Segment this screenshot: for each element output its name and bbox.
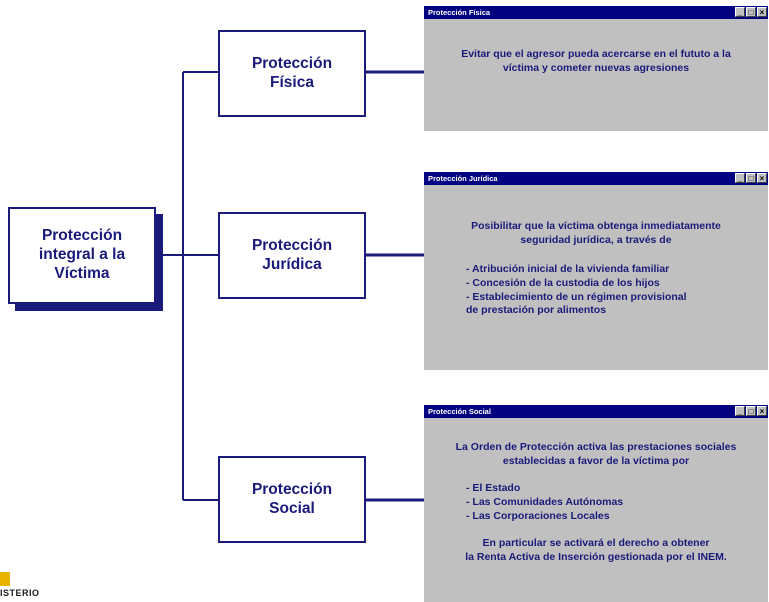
maximize-button[interactable]: □ <box>746 406 756 416</box>
branch-label-fisica: Protección Física <box>251 54 333 91</box>
window-title-social: Protección Social <box>428 407 491 416</box>
window-title-fisica: Protección Física <box>428 8 491 17</box>
logo-text: ISTERIO <box>0 588 40 598</box>
branch-label-social: Protección Social <box>251 480 333 517</box>
root-label: Protección integral a la Víctima <box>38 227 126 282</box>
root-box: Protección integral a la Víctima <box>8 207 156 304</box>
close-button[interactable]: × <box>757 406 767 416</box>
minimize-button[interactable]: _ <box>735 406 745 416</box>
maximize-button[interactable]: □ <box>746 7 756 17</box>
window-text-fisica: Evitar que el agresor pueda acercarse en… <box>461 48 731 74</box>
branch-label-juridica: Protección Jurídica <box>251 236 333 273</box>
window-intro-social: La Orden de Protección activa las presta… <box>455 441 737 467</box>
close-button[interactable]: × <box>757 7 767 17</box>
window-juridica: Protección Jurídica _ □ × Posibilitar qu… <box>424 172 768 370</box>
list-item: - Concesión de la custodia de los hijos <box>466 276 660 289</box>
window-list-social: - El Estado - Las Comunidades Autónomas … <box>466 482 768 523</box>
list-item: - Atribución inicial de la vivienda fami… <box>466 263 670 276</box>
window-intro-juridica: Posibilitar que la víctima obtenga inmed… <box>471 220 721 246</box>
window-social: Protección Social _ □ × La Orden de Prot… <box>424 405 768 602</box>
window-list-juridica: - Atribución inicial de la vivienda fami… <box>466 263 768 318</box>
window-fisica: Protección Física _ □ × Evitar que el ag… <box>424 6 768 131</box>
branch-box-social: Protección Social <box>218 456 366 543</box>
maximize-button[interactable]: □ <box>746 173 756 183</box>
branch-box-fisica: Protección Física <box>218 30 366 117</box>
window-titlebar-fisica: Protección Física _ □ × <box>424 6 768 19</box>
minimize-button[interactable]: _ <box>735 173 745 183</box>
window-title-juridica: Protección Jurídica <box>428 174 498 183</box>
window-titlebar-social: Protección Social _ □ × <box>424 405 768 418</box>
window-outro-social: En particular se activará el derecho a o… <box>465 537 727 563</box>
logo-mark <box>0 572 10 586</box>
close-button[interactable]: × <box>757 173 767 183</box>
list-item: - Las Comunidades Autónomas <box>466 495 624 508</box>
list-item: - El Estado <box>466 482 521 495</box>
list-item: - Establecimiento de un régimen provisio… <box>466 290 687 317</box>
list-item: - Las Corporaciones Locales <box>466 509 610 522</box>
window-titlebar-juridica: Protección Jurídica _ □ × <box>424 172 768 185</box>
minimize-button[interactable]: _ <box>735 7 745 17</box>
branch-box-juridica: Protección Jurídica <box>218 212 366 299</box>
